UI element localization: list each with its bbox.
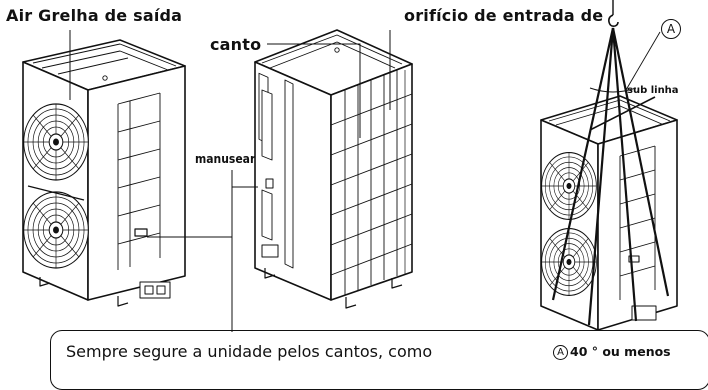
handle-label: manusear xyxy=(195,152,256,166)
diagram-drawing xyxy=(22,0,678,332)
callout-text: Sempre segure a unidade pelos cantos, co… xyxy=(66,342,433,361)
left-outdoor-unit xyxy=(22,39,186,307)
angle-note-mark: A xyxy=(553,345,568,360)
right-outdoor-unit xyxy=(540,0,678,331)
angle-mark: A xyxy=(661,19,681,39)
grille-label: Air Grelha de saída xyxy=(6,6,183,25)
corner-label: canto xyxy=(210,35,262,54)
angle-note-text: 40 ° ou menos xyxy=(570,344,671,359)
leader-lines xyxy=(69,30,391,332)
middle-outdoor-unit xyxy=(254,29,413,309)
orifice-label: orifício de entrada de xyxy=(404,6,604,25)
sub-line-label: sub linha xyxy=(627,85,679,96)
